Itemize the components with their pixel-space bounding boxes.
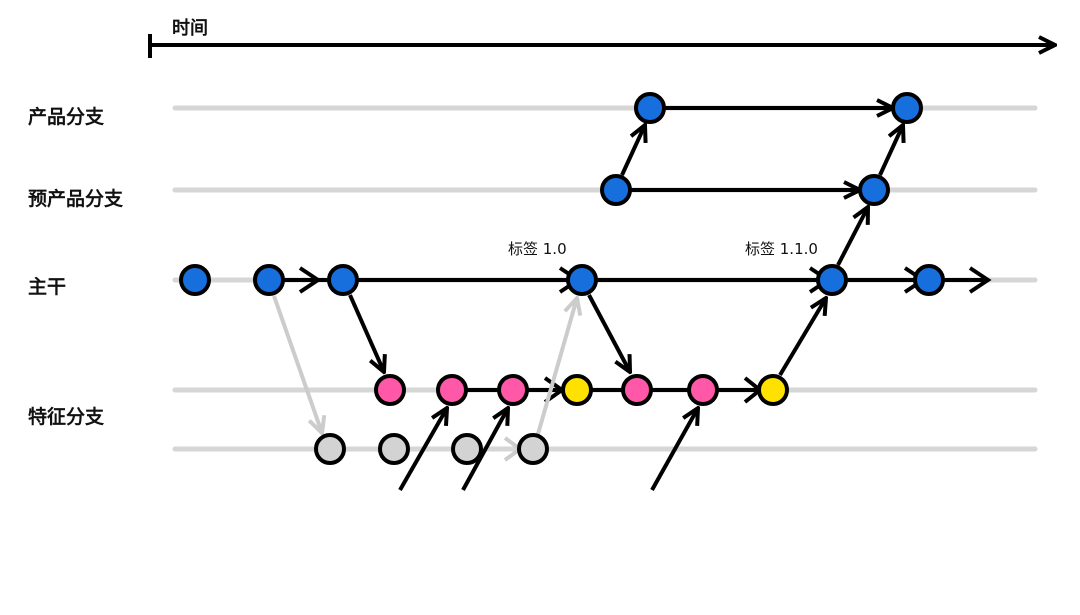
commit-main[interactable] <box>179 264 211 296</box>
commit-old-feature[interactable] <box>517 433 549 465</box>
commit-feature-merge[interactable] <box>757 374 789 406</box>
commit-feature[interactable] <box>436 374 468 406</box>
tag-label-1-0: 标签 1.0 <box>508 240 567 258</box>
branch-label-main: 主干 <box>28 276 67 298</box>
commit-preproduct[interactable] <box>858 174 890 206</box>
arrow-feature-join-1 <box>398 408 447 491</box>
arrow-main-to-feature <box>348 294 384 372</box>
arrow-feature-to-main <box>778 298 826 377</box>
commit-feature-merge[interactable] <box>561 374 593 406</box>
arrow-feature-join-2 <box>461 408 508 491</box>
commit-main[interactable] <box>253 264 285 296</box>
arrow-feature-join-3 <box>650 408 698 491</box>
commit-old-feature[interactable] <box>378 433 410 465</box>
arrow-preproduct-to-product-1 <box>620 125 645 176</box>
commit-feature[interactable] <box>497 374 529 406</box>
arrow-preproduct-to-product-2 <box>878 125 903 176</box>
commit-feature[interactable] <box>687 374 719 406</box>
commit-preproduct[interactable] <box>600 174 632 206</box>
branch-label-feature: 特征分支 <box>28 406 105 428</box>
commit-product[interactable] <box>891 92 923 124</box>
commit-product[interactable] <box>634 92 666 124</box>
arrow-old-feature-to-tag <box>536 298 577 435</box>
arrow-tag-to-feature <box>587 294 630 372</box>
commit-main[interactable] <box>327 264 359 296</box>
arrow-main-to-old-feature <box>272 295 322 433</box>
time-axis-label: 时间 <box>172 18 208 39</box>
commit-old-feature[interactable] <box>314 433 346 465</box>
commit-main-tag-1-1-0[interactable] <box>816 264 848 296</box>
commit-main[interactable] <box>913 264 945 296</box>
tag-label-1-1-0: 标签 1.1.0 <box>745 240 818 258</box>
commit-feature[interactable] <box>621 374 653 406</box>
commit-old-feature[interactable] <box>451 433 483 465</box>
commit-feature[interactable] <box>374 374 406 406</box>
branch-label-preproduct: 预产品分支 <box>28 188 124 210</box>
branch-label-product: 产品分支 <box>28 106 105 128</box>
arrow-main-to-preproduct <box>836 207 868 266</box>
commit-main-tag-1-0[interactable] <box>566 264 598 296</box>
